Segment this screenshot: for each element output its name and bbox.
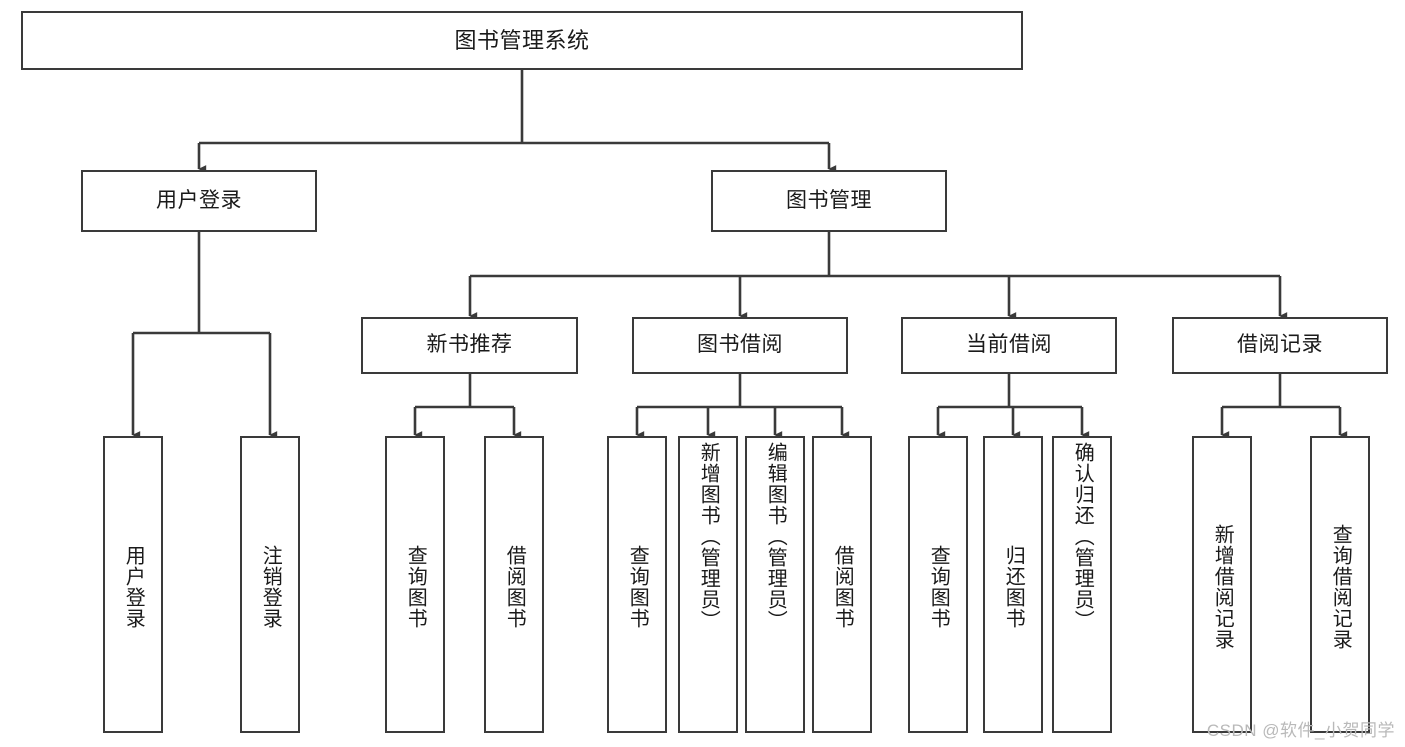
node-label: 新增借阅记录 (1211, 523, 1234, 650)
node-label: 用户登录 (156, 188, 242, 212)
leaf-add-book-admin[interactable]: 新增图书（管理员） (678, 436, 738, 733)
leaf-confirm-return-admin[interactable]: 确认归还（管理员） (1052, 436, 1112, 733)
node-label: 注销登录 (259, 544, 282, 629)
node-label: 借阅图书 (503, 544, 526, 629)
node-label: 新书推荐 (426, 333, 513, 357)
leaf-user-login[interactable]: 用户登录 (103, 436, 163, 733)
node-label: 图书管理 (786, 188, 872, 212)
node-label: 用户登录 (122, 544, 145, 629)
leaf-query-books-current[interactable]: 查询图书 (908, 436, 968, 733)
leaf-edit-book-admin[interactable]: 编辑图书（管理员） (745, 436, 805, 733)
leaf-query-books-recommend[interactable]: 查询图书 (385, 436, 445, 733)
node-current-borrow[interactable]: 当前借阅 (901, 317, 1117, 374)
leaf-logout-login[interactable]: 注销登录 (240, 436, 300, 733)
node-label: 查询图书 (626, 544, 649, 629)
node-label: 借阅图书 (831, 544, 854, 629)
node-label: 编辑图书（管理员） (764, 442, 787, 631)
node-user-login[interactable]: 用户登录 (81, 170, 317, 232)
leaf-add-borrow-record[interactable]: 新增借阅记录 (1192, 436, 1252, 733)
node-label: 归还图书 (1002, 544, 1025, 629)
node-label: 借阅记录 (1237, 333, 1323, 357)
leaf-return-book[interactable]: 归还图书 (983, 436, 1043, 733)
leaf-borrow-books-recommend[interactable]: 借阅图书 (484, 436, 544, 733)
node-label: 查询借阅记录 (1329, 523, 1352, 650)
node-label: 查询图书 (927, 544, 950, 629)
node-label: 当前借阅 (966, 333, 1052, 357)
csdn-watermark: CSDN @软件_小贺同学 (1206, 721, 1395, 740)
node-label: 查询图书 (404, 544, 427, 629)
node-root-system[interactable]: 图书管理系统 (21, 11, 1023, 70)
node-label: 图书管理系统 (454, 27, 590, 53)
leaf-borrow-book[interactable]: 借阅图书 (812, 436, 872, 733)
node-book-management[interactable]: 图书管理 (711, 170, 947, 232)
node-new-book-recommend[interactable]: 新书推荐 (361, 317, 578, 374)
node-borrow-record[interactable]: 借阅记录 (1172, 317, 1388, 374)
leaf-query-books-borrow[interactable]: 查询图书 (607, 436, 667, 733)
leaf-query-borrow-record[interactable]: 查询借阅记录 (1310, 436, 1370, 733)
node-book-borrow[interactable]: 图书借阅 (632, 317, 848, 374)
node-label: 图书借阅 (697, 333, 783, 357)
node-label: 新增图书（管理员） (697, 442, 720, 631)
node-label: 确认归还（管理员） (1071, 442, 1094, 631)
